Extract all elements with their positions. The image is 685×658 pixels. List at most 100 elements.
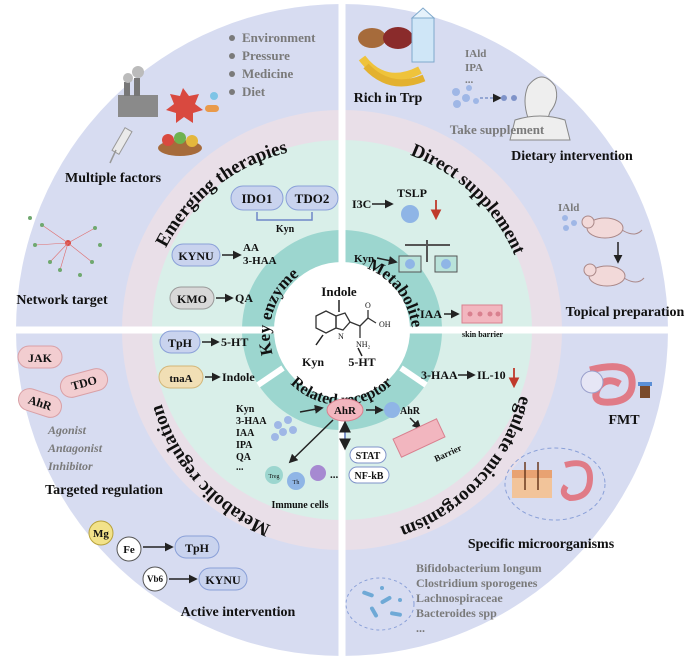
ido1-label: IDO1 bbox=[241, 191, 272, 206]
fe-label: Fe bbox=[123, 544, 135, 556]
kyn-metabolite-label: Kyn bbox=[354, 253, 374, 265]
tdo-pill bbox=[59, 368, 109, 398]
center-nh2: NH₂ bbox=[356, 340, 371, 349]
take-supplement-label: Take supplement bbox=[450, 122, 545, 137]
kynu-product-3haa: 3-HAA bbox=[243, 255, 277, 267]
targeted-regulation-label: Targeted regulation bbox=[45, 483, 163, 498]
factor-2: Medicine bbox=[242, 66, 293, 81]
active-intervention-label: Active intervention bbox=[181, 605, 296, 620]
balance-scale-icon bbox=[398, 240, 458, 273]
kmo-product: QA bbox=[235, 291, 253, 305]
th-label: Th bbox=[293, 480, 300, 486]
ligand-1: 3-HAA bbox=[236, 416, 267, 427]
kynu-pill bbox=[171, 243, 221, 267]
metabolite-section: I3C TSLP Kyn IAA skin barrier 3-HAA IL-1… bbox=[352, 186, 520, 389]
skin-barrier-icon bbox=[461, 304, 503, 324]
mg-label: Mg bbox=[93, 528, 109, 540]
macrophage-icon bbox=[310, 465, 326, 481]
ahr-complex-icon bbox=[384, 402, 400, 418]
mouse-icon-2 bbox=[583, 263, 645, 287]
nfkb-label: NF-kB bbox=[355, 471, 384, 482]
microbe-1: Clostridium sporogenes bbox=[416, 576, 538, 590]
ahr2-label: AhR bbox=[400, 406, 421, 417]
network-nodes bbox=[28, 216, 102, 277]
kynu-label: KYNU bbox=[178, 249, 214, 263]
mouse-icon-1 bbox=[581, 215, 643, 239]
key-enzyme-section: IDO1 TDO2 Kyn KYNU AA 3-HAA KMO QA TpH 5… bbox=[158, 185, 339, 389]
center-o: O bbox=[365, 301, 371, 310]
outer-bottom-left: JAK TDO AhR Agonist Antagonist Inhibitor… bbox=[17, 345, 296, 620]
ligand-3: IPA bbox=[236, 440, 253, 451]
center-molecule: Indole OH O NH₂ N Kyn 5-HT bbox=[302, 284, 391, 369]
iald-topical-label: IAld bbox=[558, 202, 579, 214]
factory-icon bbox=[118, 66, 158, 117]
tnaa-label: tnaA bbox=[169, 373, 192, 385]
tslp-label: TSLP bbox=[397, 186, 427, 200]
cell-icon bbox=[401, 205, 419, 223]
ligand-5: ... bbox=[236, 462, 244, 473]
mode-agonist: Agonist bbox=[47, 423, 87, 437]
ligand-dots-icon bbox=[271, 416, 297, 441]
tph-label: TpH bbox=[168, 336, 193, 350]
center-oh: OH bbox=[379, 320, 391, 329]
immune-cells-label: Immune cells bbox=[272, 500, 329, 511]
ligand-2: IAA bbox=[236, 428, 255, 439]
intestine-icon bbox=[580, 363, 652, 406]
center-indole: Indole bbox=[321, 284, 357, 299]
stat-pill bbox=[349, 446, 387, 464]
tph-outer-label: TpH bbox=[185, 541, 210, 555]
stat-label: STAT bbox=[356, 451, 381, 462]
tdo2-pill bbox=[285, 185, 339, 211]
dots-iald-icon bbox=[562, 215, 577, 231]
person-icon bbox=[509, 76, 571, 141]
supplement-0: IAld bbox=[465, 48, 486, 60]
stress-burst-icon bbox=[166, 88, 203, 123]
multiple-factors-label: Multiple factors bbox=[65, 171, 162, 186]
skin-barrier-label: skin barrier bbox=[462, 330, 504, 339]
inner-dividers bbox=[256, 230, 428, 388]
bacteria-icon bbox=[345, 577, 415, 631]
syringe-icon bbox=[109, 127, 133, 164]
tph-outer-pill bbox=[174, 535, 220, 559]
cells-dots: ... bbox=[330, 469, 339, 481]
factor-1: Pressure bbox=[242, 48, 290, 63]
jak-label: JAK bbox=[28, 351, 53, 365]
th-cell-icon bbox=[287, 472, 305, 490]
specific-microorganisms-label: Specific microorganisms bbox=[468, 537, 615, 552]
mode-antagonist: Antagonist bbox=[47, 441, 103, 455]
pills-icon bbox=[205, 92, 219, 112]
treg-cell-icon bbox=[265, 466, 283, 484]
mg-icon bbox=[88, 520, 114, 546]
kmo-pill bbox=[169, 286, 215, 310]
outer-bottom-right: FMT Specific microorganisms Bifidobacter… bbox=[345, 363, 652, 635]
kmo-label: KMO bbox=[177, 292, 207, 306]
factor-0: Environment bbox=[242, 30, 316, 45]
center-kyn: Kyn bbox=[302, 355, 324, 369]
tnaa-product: Indole bbox=[222, 370, 255, 384]
ido1-pill bbox=[230, 185, 284, 211]
vb6-label: Vb6 bbox=[147, 574, 164, 584]
related-receptor-section: Kyn 3-HAA IAA IPA QA ... AhR AhR Barrier… bbox=[236, 398, 463, 511]
il10-label: IL-10 bbox=[477, 368, 506, 382]
tph-product: 5-HT bbox=[221, 335, 248, 349]
ligand-4: QA bbox=[236, 452, 252, 463]
mode-inhibitor: Inhibitor bbox=[47, 459, 93, 473]
dietary-intervention-label: Dietary intervention bbox=[511, 149, 633, 164]
microbe-3: Bacteroides spp bbox=[416, 606, 497, 620]
kynu-outer-pill bbox=[198, 567, 248, 591]
ahr-outer-pill bbox=[18, 388, 62, 418]
microbe-2: Lachnospiraceae bbox=[416, 591, 503, 605]
3haa-label: 3-HAA bbox=[421, 368, 458, 382]
i3c-label: I3C bbox=[352, 197, 371, 211]
food-basket-icon bbox=[158, 132, 202, 156]
kyn-product-label: Kyn bbox=[276, 224, 295, 235]
supplement-2: ... bbox=[465, 74, 474, 86]
rich-in-trp-label: Rich in Trp bbox=[354, 91, 423, 106]
kynu-product-aa: AA bbox=[243, 242, 259, 254]
nfkb-pill bbox=[348, 466, 390, 484]
tdo-label: TDO bbox=[70, 373, 99, 393]
center-nh: N bbox=[338, 332, 344, 341]
barrier-icon bbox=[392, 418, 446, 458]
